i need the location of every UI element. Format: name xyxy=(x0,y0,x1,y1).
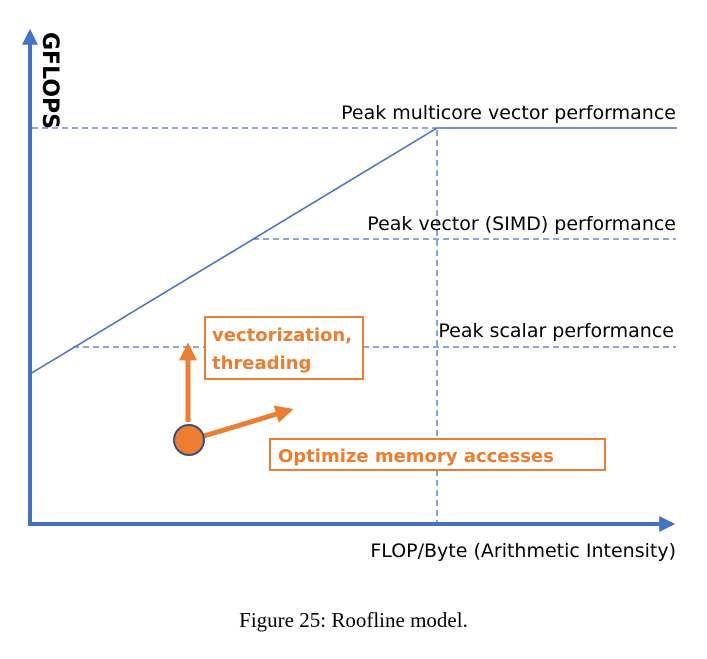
vectorization-label-line1: vectorization, xyxy=(212,325,352,346)
memory-arrow xyxy=(203,405,294,439)
scalar-ceiling-label: Peak scalar performance xyxy=(438,320,674,342)
roofline-memory-bound xyxy=(29,127,438,375)
y-axis-label: GFLOPS xyxy=(37,32,62,129)
x-axis-label: FLOP/Byte (Arithmetic Intensity) xyxy=(370,540,676,562)
figure-caption: Figure 25: Roofline model. xyxy=(239,608,468,632)
current-performance-point xyxy=(173,424,205,456)
memory-box xyxy=(269,438,606,471)
memory-label: Optimize memory accesses xyxy=(278,446,554,467)
multicore-ceiling-label: Peak multicore vector performance xyxy=(341,102,676,124)
vectorization-label-line2: threading xyxy=(212,353,311,374)
simd-ceiling-label: Peak vector (SIMD) performance xyxy=(367,213,676,235)
vectorization-box xyxy=(204,316,364,380)
